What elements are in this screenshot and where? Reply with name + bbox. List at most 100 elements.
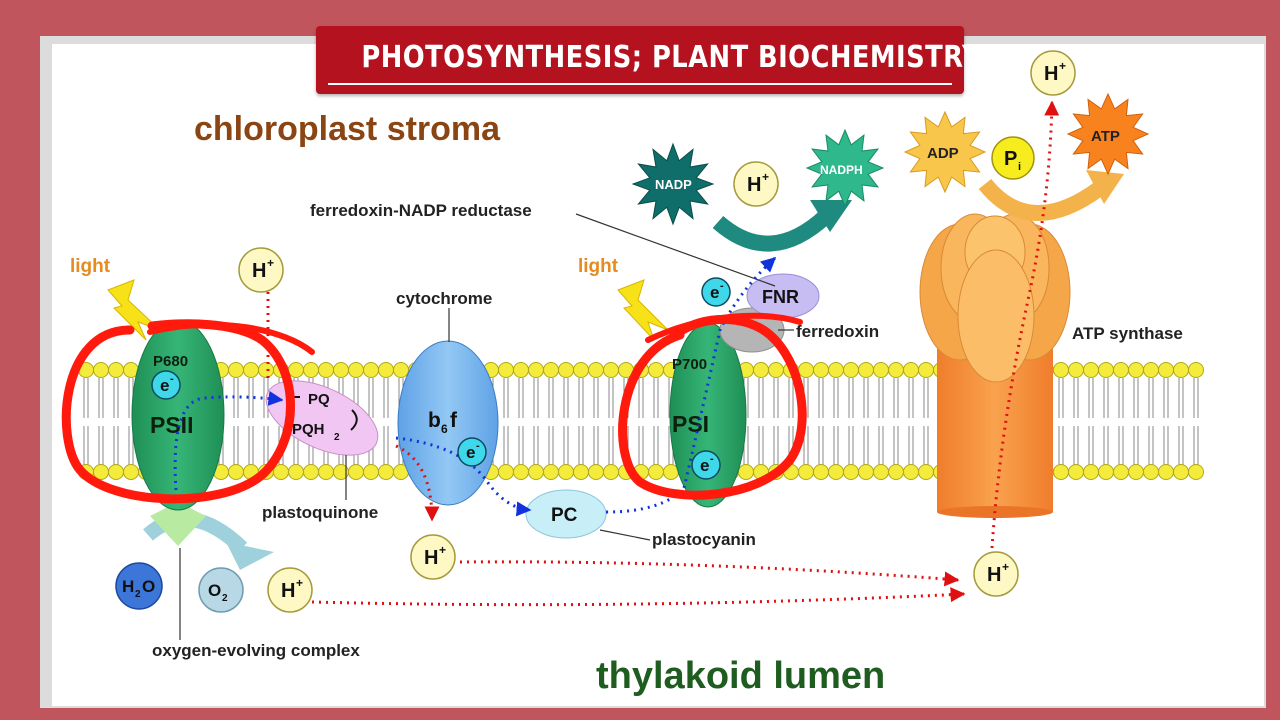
lipid-head <box>588 362 604 378</box>
svg-text:+: + <box>1059 59 1066 73</box>
highlight-circles <box>61 312 807 504</box>
lipid-head <box>363 362 379 378</box>
svg-text:H: H <box>424 547 438 569</box>
lipid-head <box>273 464 289 480</box>
svg-text:H: H <box>1044 63 1058 85</box>
svg-text:H: H <box>747 174 761 196</box>
phosphate-circle <box>991 136 1035 180</box>
nadp-label: NADP <box>655 177 692 192</box>
water-molecule <box>115 562 163 610</box>
lipid-head <box>873 362 889 378</box>
plastoquinone-label: plastoquinone <box>262 503 378 522</box>
lipid-head <box>828 362 844 378</box>
ferredoxin-label: ferredoxin <box>796 322 879 341</box>
psii-highlight-circle <box>61 319 295 504</box>
atp-synthase <box>919 213 1071 518</box>
lipid-head <box>603 362 619 378</box>
nadp-reduction-arrow <box>712 210 832 252</box>
lipid-head <box>753 362 769 378</box>
lipid-head <box>93 362 109 378</box>
adp-label: ADP <box>927 145 959 162</box>
banner-underline <box>328 83 952 85</box>
hplus-lumen-oec: H+ <box>267 567 313 613</box>
lipid-head <box>858 362 874 378</box>
svg-text:2: 2 <box>135 589 141 600</box>
lipid-head <box>603 464 619 480</box>
atp-starburst <box>1066 92 1150 176</box>
photosystem-i: P700 PSI <box>669 322 747 508</box>
lipid-head <box>558 362 574 378</box>
light-label-left: light <box>70 256 111 277</box>
psi-pigment: P700 <box>672 356 707 373</box>
lightning-bolt-psi-icon <box>617 279 669 341</box>
lipid-head <box>288 362 304 378</box>
lipid-head <box>1083 362 1099 378</box>
svg-text:H: H <box>987 564 1001 586</box>
lipid-head <box>318 464 334 480</box>
lipid-head <box>858 464 874 480</box>
lipid-head <box>1143 464 1159 480</box>
psii-label: PSII <box>150 412 193 438</box>
svg-text:-: - <box>720 280 724 292</box>
lipid-head <box>228 362 244 378</box>
lipid-head <box>1143 362 1159 378</box>
lipid-head <box>363 464 379 480</box>
lipid-head <box>903 362 919 378</box>
svg-text:6: 6 <box>441 422 448 436</box>
lipid-head <box>648 464 664 480</box>
photosystem-ii: P680 PSII <box>131 319 225 546</box>
svg-text:2: 2 <box>334 432 340 443</box>
atp-synthase-label: ATP synthase <box>1072 324 1183 343</box>
lipid-head <box>528 464 544 480</box>
lipid-head <box>303 362 319 378</box>
lipid-head <box>1188 362 1204 378</box>
svg-text:+: + <box>762 170 769 184</box>
phosphate-label: P <box>1004 148 1017 170</box>
lipid-head <box>1113 362 1129 378</box>
oxygen-label: O <box>208 581 221 600</box>
pc-label: PC <box>551 505 578 526</box>
hplus-lumen-atp: H+ <box>973 551 1019 597</box>
lipid-head <box>843 464 859 480</box>
lipid-head <box>588 464 604 480</box>
water-label: H <box>122 577 134 596</box>
lipid-head <box>528 362 544 378</box>
svg-text:e: e <box>700 456 709 475</box>
lipid-head <box>243 362 259 378</box>
pq-label: PQ <box>308 391 330 408</box>
electron-ferredoxin: e- <box>701 277 731 307</box>
banner-title: PHOTOSYNTHESIS; PLANT BIOCHEMISTRY <box>361 40 982 75</box>
lipid-head <box>573 362 589 378</box>
svg-text:+: + <box>1002 560 1009 574</box>
lipid-head <box>393 362 409 378</box>
lipid-head <box>498 464 514 480</box>
lipid-head <box>903 464 919 480</box>
lipid-head <box>513 464 529 480</box>
lipid-head <box>498 362 514 378</box>
svg-text:H: H <box>252 260 266 282</box>
lipid-head <box>348 362 364 378</box>
lipid-head <box>378 362 394 378</box>
svg-text:e: e <box>466 443 475 462</box>
psi-highlight-circle <box>618 314 807 500</box>
proton-pathways <box>266 100 1060 607</box>
hplus-stroma-fnr: H+ <box>733 161 779 207</box>
cytochrome-b6f: b 6 f <box>397 340 499 506</box>
lipid-head <box>378 464 394 480</box>
svg-text:+: + <box>439 543 446 557</box>
lipid-head <box>888 362 904 378</box>
lipid-head <box>1173 464 1189 480</box>
lipid-head <box>1158 464 1174 480</box>
lipid-head <box>228 464 244 480</box>
lipid-head <box>1188 464 1204 480</box>
svg-text:e: e <box>160 376 169 395</box>
plastocyanin-label: plastocyanin <box>652 530 756 549</box>
svg-text:+: + <box>296 576 303 590</box>
svg-text:O: O <box>142 577 155 596</box>
lipid-head <box>798 362 814 378</box>
lipid-head <box>108 464 124 480</box>
lipid-head <box>1113 464 1129 480</box>
lipid-head <box>828 464 844 480</box>
electron-b6f: e- <box>457 437 487 467</box>
lipid-head <box>1158 362 1174 378</box>
